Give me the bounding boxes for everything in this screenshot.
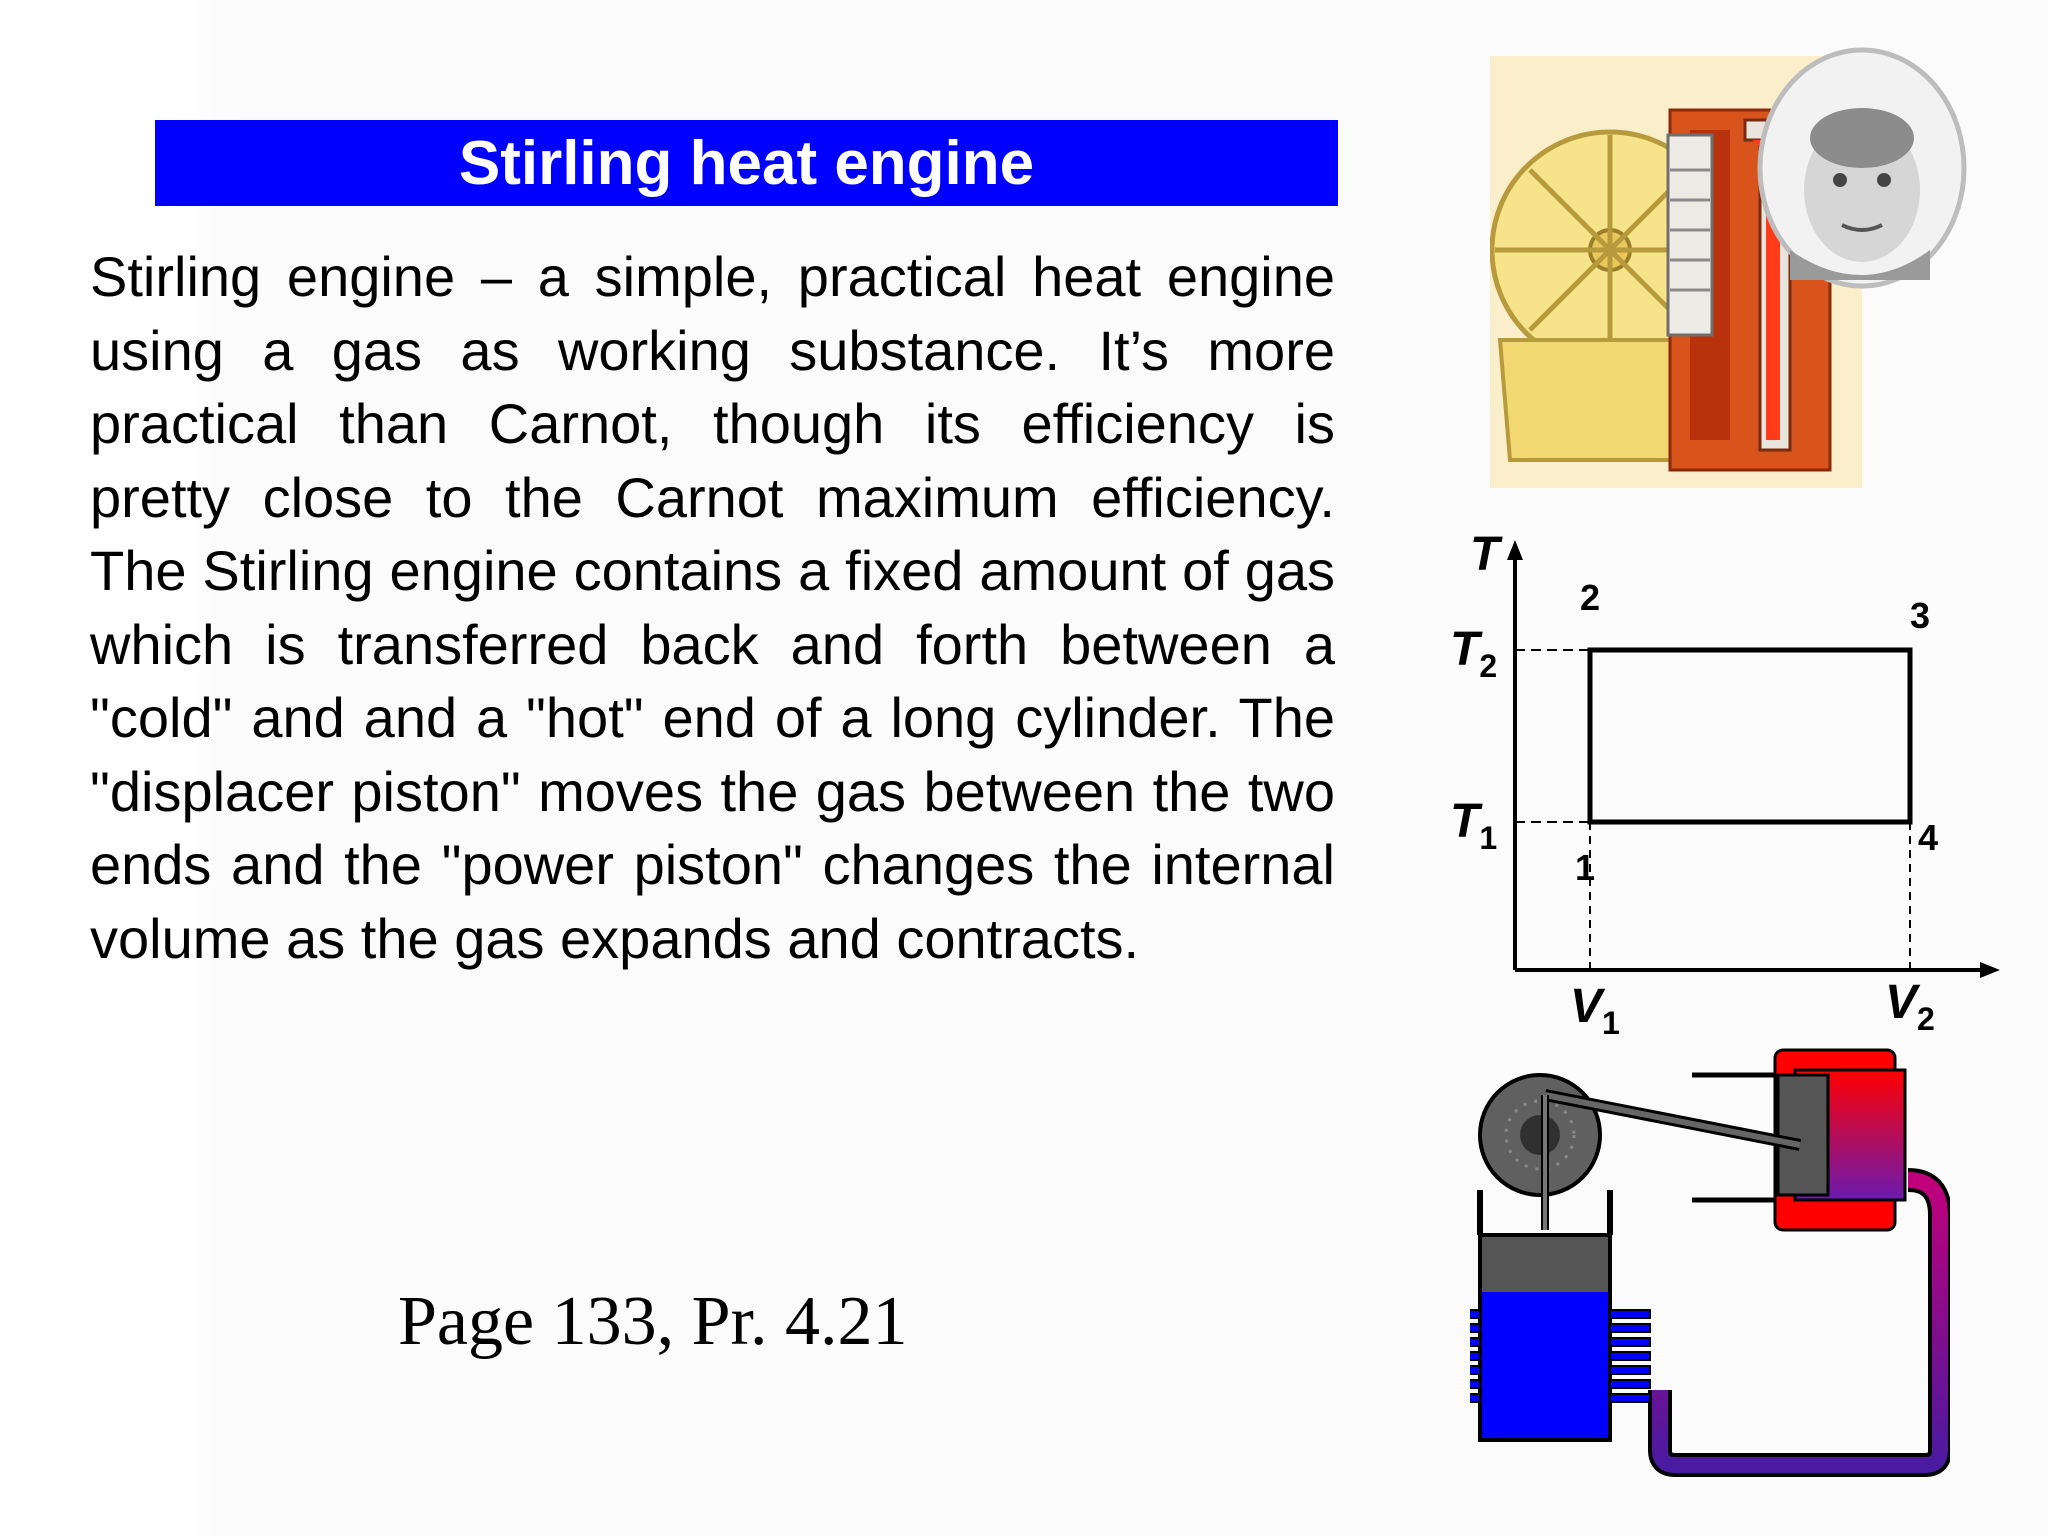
slide-title-bar: Stirling heat engine [155, 120, 1338, 206]
point-3-label: 3 [1910, 595, 1930, 636]
engine-schematic-illustration [1470, 1048, 1950, 1477]
cycle-rectangle [1587, 647, 1913, 825]
slide-body-text: Stirling engine – a simple, practical he… [90, 245, 1335, 970]
flywheel-icon [1478, 1073, 1602, 1197]
slide-title: Stirling heat engine [458, 128, 1035, 198]
t-axis-label: T [1470, 530, 1503, 581]
point-2-label: 2 [1580, 577, 1600, 618]
t2-label: T2 [1450, 623, 1497, 684]
engine-cutaway-illustration [1490, 47, 1967, 488]
t1-label: T1 [1450, 795, 1497, 856]
point-4-label: 4 [1918, 817, 1938, 858]
page-reference: Page 133, Pr. 4.21 [398, 1283, 908, 1360]
cold-cylinder-icon [1470, 1190, 1651, 1442]
point-1-label: 1 [1575, 847, 1595, 888]
temperature-volume-diagram: T T2 T1 V1 V2 1 2 3 4 [1450, 530, 2000, 1041]
v1-label: V1 [1570, 980, 1620, 1041]
v2-label: V2 [1885, 976, 1935, 1037]
portrait-icon [1757, 47, 1967, 289]
